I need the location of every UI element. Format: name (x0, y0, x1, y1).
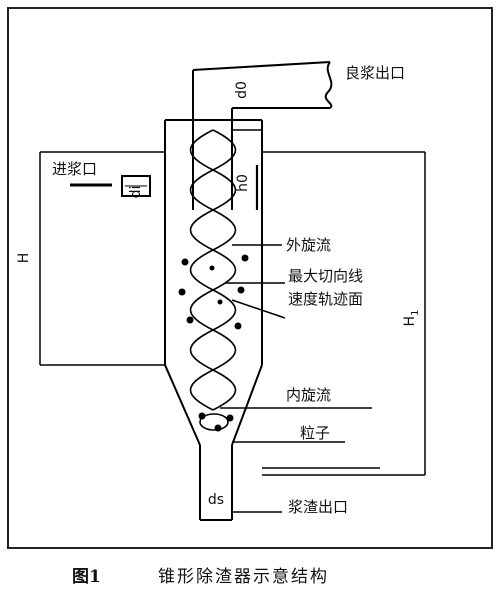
figure-number: 图1 (72, 567, 101, 587)
figure-title: 锥形除渣器示意结构 (158, 567, 329, 587)
dimension-d0-symbol: d0 (234, 81, 250, 99)
max-tangential-velocity-label-line2: 速度轨迹面 (288, 290, 363, 308)
pulp-inlet-label: 进浆口 (52, 160, 97, 178)
slag-outlet-label: 浆渣出口 (288, 498, 348, 516)
dimension-h-symbol: H (16, 253, 32, 264)
figure-frame (7, 7, 493, 549)
vortex-helix (189, 129, 237, 431)
dimension-ds-symbol: ds (208, 492, 224, 508)
outer-vortex-label: 外旋流 (286, 236, 331, 254)
inner-vortex-label: 内旋流 (286, 386, 331, 404)
dimension-h1-symbol: H1 (402, 310, 421, 327)
particles (178, 254, 249, 432)
dimension-di-symbol: di (128, 186, 144, 199)
dimension-lines (39, 129, 426, 513)
cleaner-body (164, 119, 263, 521)
max-tangential-velocity-label-line1: 最大切向线 (288, 267, 363, 285)
good-pulp-outlet-label: 良浆出口 (345, 64, 405, 82)
pulp-inlet-stub (121, 175, 151, 197)
dimension-h0-symbol: h0 (235, 174, 251, 192)
particle-label: 粒子 (300, 424, 330, 442)
good-pulp-outlet-pipe (192, 61, 333, 210)
